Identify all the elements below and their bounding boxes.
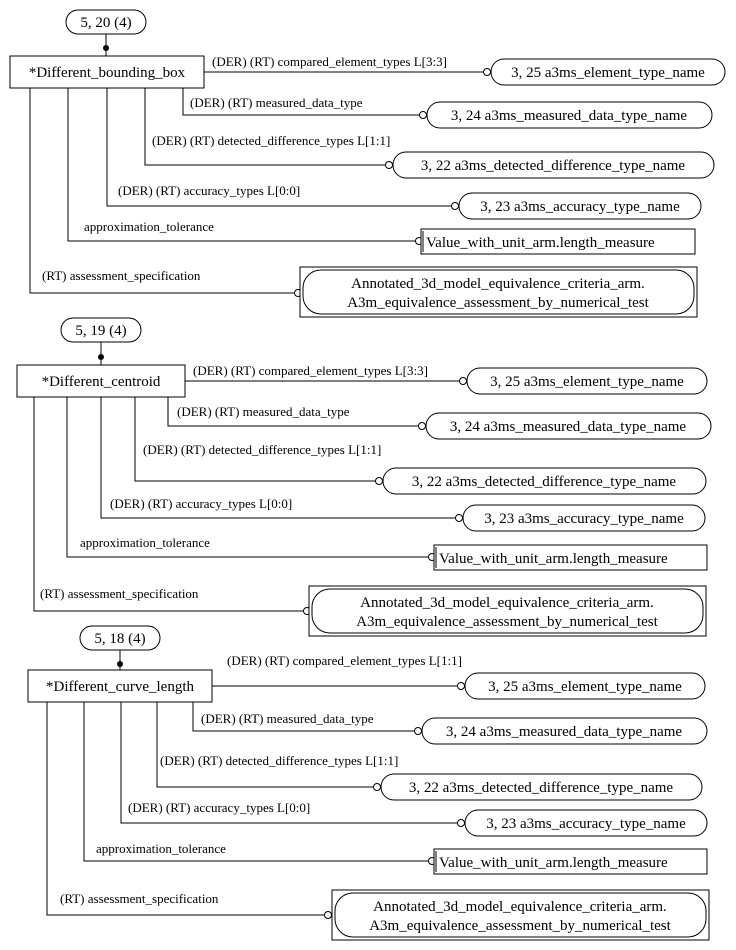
page-ref-label: 5, 20 (4) (80, 15, 131, 31)
entity-reference (420, 228, 696, 255)
entity-reference (433, 848, 708, 875)
attribute-label: (DER) (RT) compared_element_types L[3:3] (193, 363, 428, 378)
relation-end-circle (483, 68, 491, 76)
type-reference-label: 3, 25 a3ms_element_type_name (490, 374, 684, 390)
schema-reference (302, 269, 695, 315)
type-reference (462, 504, 706, 532)
type-reference-label: 3, 22 a3ms_detected_difference_type_name (412, 474, 677, 490)
schema-reference-line2: A3m_equivalence_assessment_by_numerical_… (356, 614, 658, 630)
attribute-label: (DER) (RT) measured_data_type (190, 95, 363, 110)
entity-reference-label: Value_with_unit_arm.length_measure (439, 855, 668, 871)
relation-end-circle (418, 422, 426, 430)
relation-end-circle (457, 819, 465, 827)
relation-end-circle (457, 682, 465, 690)
type-reference-label: 3, 25 a3ms_element_type_name (488, 679, 682, 695)
type-reference-label: 3, 23 a3ms_accuracy_type_name (484, 511, 684, 527)
attribute-label: (DER) (RT) detected_difference_types L[1… (143, 442, 381, 457)
relation-end-circle (373, 783, 381, 791)
type-reference-label: 3, 23 a3ms_accuracy_type_name (486, 816, 686, 832)
entity-name: *Different_bounding_box (29, 65, 186, 81)
attribute-label: (DER) (RT) measured_data_type (201, 711, 374, 726)
attribute-label: (DER) (RT) accuracy_types L[0:0] (128, 800, 310, 815)
type-reference (382, 467, 707, 495)
attribute-label: approximation_tolerance (80, 535, 210, 550)
type-reference-label: 3, 23 a3ms_accuracy_type_name (480, 199, 680, 215)
type-reference (464, 672, 706, 700)
relation-end-circle (451, 202, 459, 210)
relation-end-circle (459, 377, 467, 385)
attribute-label: (DER) (RT) detected_difference_types L[1… (152, 133, 390, 148)
type-reference-label: 3, 24 a3ms_measured_data_type_name (450, 419, 687, 435)
relation-end-circle (414, 727, 422, 735)
entity-reference-label: Value_with_unit_arm.length_measure (426, 235, 655, 251)
attribute-label: approximation_tolerance (96, 841, 226, 856)
schema-reference-line2: A3m_equivalence_assessment_by_numerical_… (347, 295, 649, 311)
group-different-bounding-box: 5, 20 (4) *Different_bounding_box (DER) … (9, 9, 726, 318)
type-reference-label: 3, 24 a3ms_measured_data_type_name (446, 724, 683, 740)
attribute-label: (DER) (RT) measured_data_type (177, 404, 350, 419)
attribute-label: (DER) (RT) accuracy_types L[0:0] (110, 496, 292, 511)
entity-name: *Different_centroid (42, 374, 161, 390)
entity-name: *Different_curve_length (46, 679, 195, 695)
type-reference (464, 809, 708, 837)
type-reference-label: 3, 22 a3ms_detected_difference_type_name (421, 158, 686, 174)
relation-end-circle (385, 161, 393, 169)
type-reference (426, 101, 713, 129)
relation-end-circle (419, 111, 427, 119)
relation-end-circle (455, 514, 463, 522)
attribute-label: (DER) (RT) compared_element_types L[3:3] (212, 54, 447, 69)
type-reference (380, 773, 703, 801)
schema-reference-line1: Annotated_3d_model_equivalence_criteria_… (351, 276, 645, 292)
page-ref-label: 5, 19 (4) (75, 323, 126, 339)
schema-reference (311, 588, 704, 634)
attribute-label: (DER) (RT) accuracy_types L[0:0] (118, 183, 300, 198)
attribute-label: (RT) assessment_specification (60, 891, 219, 906)
type-reference (490, 58, 726, 86)
type-reference-label: 3, 22 a3ms_detected_difference_type_name (409, 780, 674, 796)
type-reference-label: 3, 24 a3ms_measured_data_type_name (451, 108, 688, 124)
type-reference (458, 192, 702, 220)
type-reference (425, 412, 712, 440)
schema-reference-line1: Annotated_3d_model_equivalence_criteria_… (373, 899, 667, 915)
attribute-label: (RT) assessment_specification (40, 586, 199, 601)
attribute-label: approximation_tolerance (84, 219, 214, 234)
group-different-centroid: 5, 19 (4) *Different_centroid (DER) (RT)… (16, 317, 712, 637)
attribute-label: (DER) (RT) detected_difference_types L[1… (160, 753, 398, 768)
type-reference (466, 367, 708, 395)
attribute-label: (DER) (RT) compared_element_types L[1:1] (227, 653, 462, 668)
type-reference-label: 3, 25 a3ms_element_type_name (511, 65, 705, 81)
entity-box (16, 364, 186, 398)
relation-end-circle (324, 911, 332, 919)
page-ref-label: 5, 18 (4) (94, 631, 145, 647)
type-reference (421, 717, 708, 745)
relation-end-circle (375, 477, 383, 485)
entity-reference-label: Value_with_unit_arm.length_measure (439, 551, 668, 567)
entity-reference (433, 544, 708, 571)
schema-reference-line1: Annotated_3d_model_equivalence_criteria_… (360, 595, 654, 611)
attribute-label: (RT) assessment_specification (42, 268, 201, 283)
schema-reference-line2: A3m_equivalence_assessment_by_numerical_… (369, 918, 671, 934)
schema-reference (334, 892, 707, 938)
type-reference (392, 151, 715, 179)
group-different-curve-length: 5, 18 (4) *Different_curve_length (DER) … (27, 625, 710, 941)
